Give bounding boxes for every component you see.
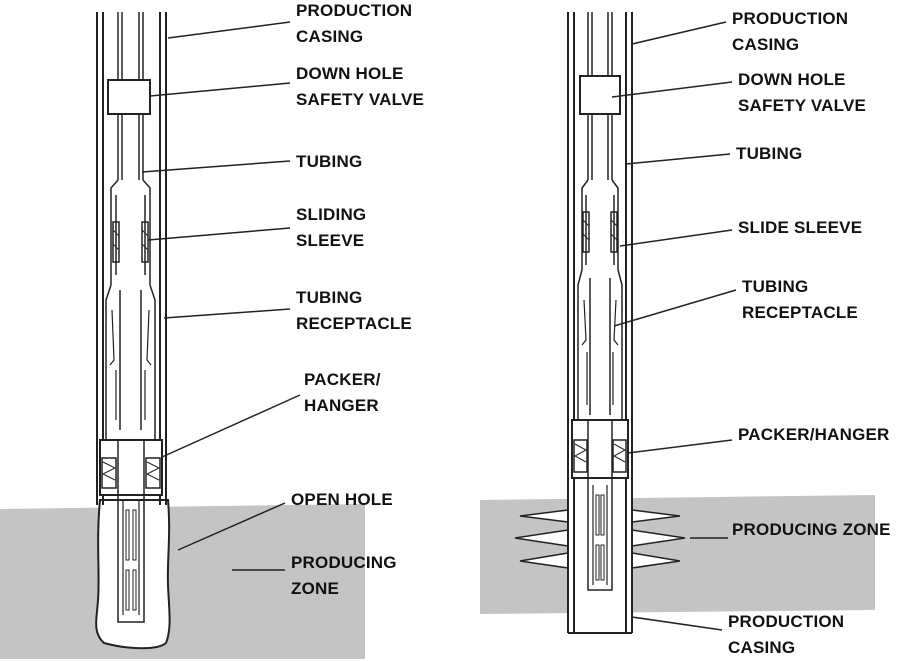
right-completion: [480, 12, 875, 634]
right-leaders: [611, 21, 737, 631]
left-label-sliding-sleeve: SLIDING SLEEVE: [296, 205, 367, 250]
right-perforations-right: [631, 509, 686, 569]
left-producing-zone-band: [0, 504, 365, 659]
left-sliding-sleeve: [110, 179, 151, 285]
left-label-safety-valve: DOWN HOLE SAFETY VALVE: [296, 64, 425, 109]
left-safety-valve: [107, 79, 151, 115]
right-label-slide-sleeve: SLIDE SLEEVE: [738, 218, 863, 237]
right-slide-sleeve: [581, 179, 619, 270]
right-label-safety-valve: DOWN HOLE SAFETY VALVE: [738, 70, 867, 115]
right-label-production-casing-top: PRODUCTION CASING: [732, 9, 849, 54]
right-label-tubing: TUBING: [736, 144, 803, 163]
left-label-open-hole: OPEN HOLE: [291, 490, 393, 509]
right-label-tubing-receptacle: TUBING RECEPTACLE: [742, 277, 858, 322]
left-tubing-receptacle: [105, 284, 156, 440]
left-label-producing-zone: PRODUCING ZONE: [291, 553, 397, 598]
right-label-packer-hanger: PACKER/HANGER: [738, 425, 890, 444]
left-label-packer-hanger: PACKER/ HANGER: [304, 370, 381, 415]
left-leaders: [141, 21, 301, 571]
right-packer: [571, 419, 629, 479]
left-label-tubing-receptacle: TUBING RECEPTACLE: [296, 288, 412, 333]
right-safety-valve: [579, 75, 621, 115]
left-label-production-casing: PRODUCTION CASING: [296, 1, 413, 46]
right-tubing-receptacle: [577, 269, 623, 420]
right-perforations-left: [514, 509, 569, 569]
left-tail-pipe: [117, 495, 145, 623]
right-label-production-casing-bottom: PRODUCTION CASING: [728, 612, 845, 657]
left-packer: [99, 439, 163, 496]
right-label-producing-zone: PRODUCING ZONE: [732, 520, 891, 539]
left-completion: [0, 12, 365, 659]
left-label-tubing: TUBING: [296, 152, 363, 171]
right-tail-pipe: [587, 478, 613, 591]
